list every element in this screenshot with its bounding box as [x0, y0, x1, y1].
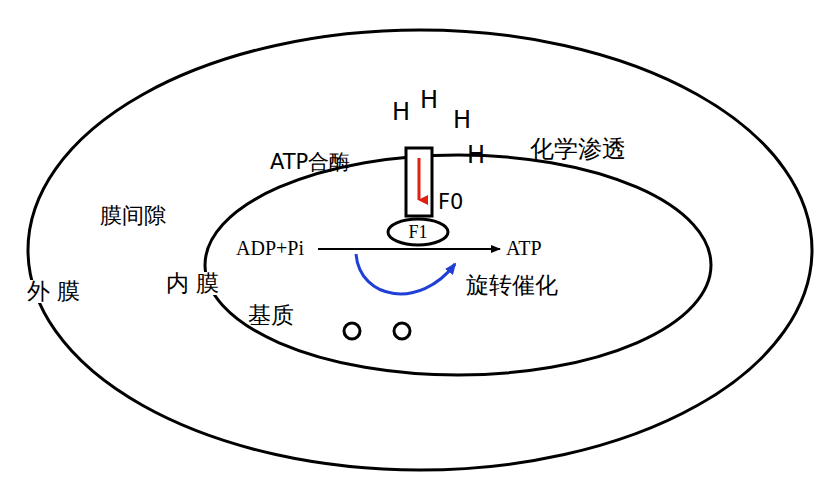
proton-flow-arrow — [418, 158, 421, 200]
reaction-arrow — [318, 248, 500, 250]
part-name: F1 — [408, 223, 427, 241]
proton-symbol: H — [453, 108, 471, 132]
atp-synthase-f0 — [406, 148, 432, 216]
product-label: ATP — [506, 238, 542, 258]
part-name: ATP合酶 — [270, 152, 350, 173]
region-name: 膜间隙 — [100, 205, 166, 227]
membrane-name: 内 膜 — [165, 272, 220, 295]
part-name: F0 — [438, 192, 463, 213]
proton-symbol: H — [420, 88, 438, 112]
inner-membrane — [205, 155, 711, 375]
f1-ellipse: F1 — [386, 217, 450, 247]
matrix-particle — [394, 323, 410, 339]
rotation-arrow — [356, 254, 455, 294]
proton-symbol: H — [392, 100, 410, 124]
node-text-wrap: F1 — [386, 217, 450, 247]
proton-symbol: H — [467, 143, 485, 167]
process-name: 旋转催化 — [466, 274, 558, 297]
region-name: 基质 — [248, 304, 294, 327]
membrane-name: 外 膜 — [26, 280, 81, 303]
process-name: 化学渗透 — [530, 137, 626, 161]
matrix-particle — [344, 323, 360, 339]
reactant-label: ADP+Pi — [236, 238, 304, 258]
outer-membrane — [28, 30, 812, 470]
